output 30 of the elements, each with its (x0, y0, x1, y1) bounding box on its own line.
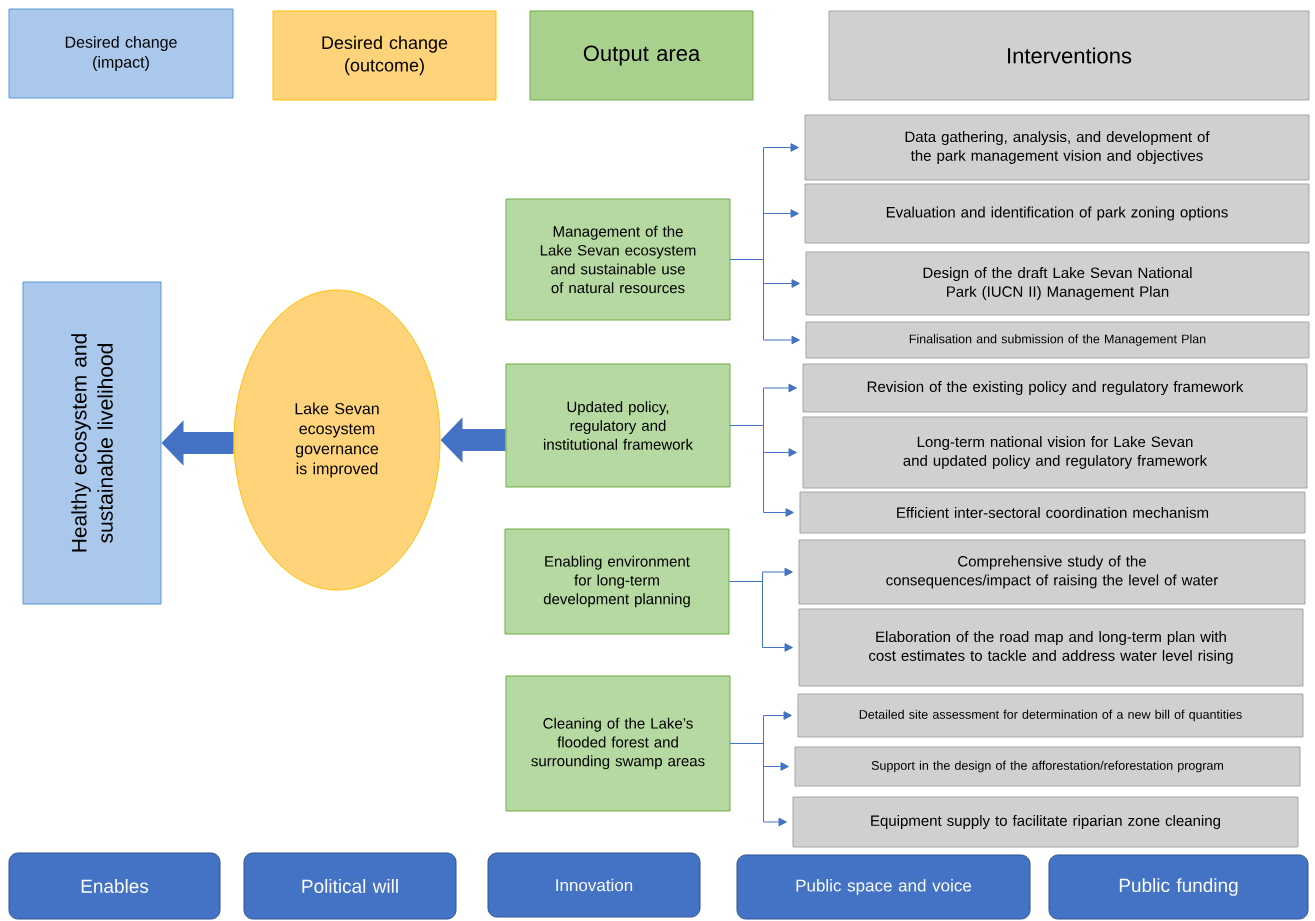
output-box: Updated policy, regulatory and institutional framework (505, 363, 731, 488)
enabler-box: Public space and voice (736, 854, 1031, 920)
arrow (730, 743, 787, 827)
intervention-box: Revision of the existing policy and regulatory framework (802, 363, 1308, 413)
intervention-box: Data gathering, analysis, and development of the park management vision and objectives (804, 114, 1310, 181)
enabler-box: Innovation (487, 852, 701, 918)
enabler-box: Enables (8, 852, 221, 920)
intervention-box: Support in the design of the afforestation/reforestation program (794, 746, 1301, 787)
intervention-box: Elaboration of the road map and long-term plan with cost estimates to tackle and address water level rising (798, 608, 1304, 687)
header-box: Desired change (impact) (8, 8, 234, 99)
header-box: Output area (529, 10, 754, 101)
intervention-box: Design of the draft Lake Sevan National Park (IUCN II) Management Plan (805, 251, 1310, 316)
impact-box: Healthy ecosystem and sustainable livelihood (22, 281, 162, 605)
intervention-box: Detailed site assessment for determination of a new bill of quantities (797, 693, 1304, 738)
output-box: Enabling environment for long-term development planning (504, 528, 730, 635)
header-box: Desired change (outcome) (272, 10, 497, 101)
output-box: Management of the Lake Sevan ecosystem and sustainable use of natural resources (505, 198, 731, 321)
intervention-box: Efficient inter-sectoral coordination mechanism (799, 491, 1306, 534)
intervention-box: Finalisation and submission of the Management Plan (805, 321, 1310, 359)
enabler-box: Public funding (1048, 854, 1309, 920)
intervention-box: Evaluation and identification of park zoning options (804, 183, 1310, 244)
header-box: Interventions (828, 10, 1310, 101)
arrow (729, 581, 793, 652)
intervention-box: Comprehensive study of the consequences/impact of raising the level of water (798, 539, 1306, 605)
output-box: Cleaning of the Lake’s flooded forest and surrounding swamp areas (505, 675, 731, 812)
intervention-box: Long-term national vision for Lake Sevan and updated policy and regulatory framework (802, 416, 1308, 489)
intervention-box: Equipment supply to facilitate riparian zone cleaning (792, 796, 1299, 848)
arrow (730, 259, 800, 345)
enabler-box: Political will (243, 852, 457, 920)
arrow (730, 425, 794, 517)
